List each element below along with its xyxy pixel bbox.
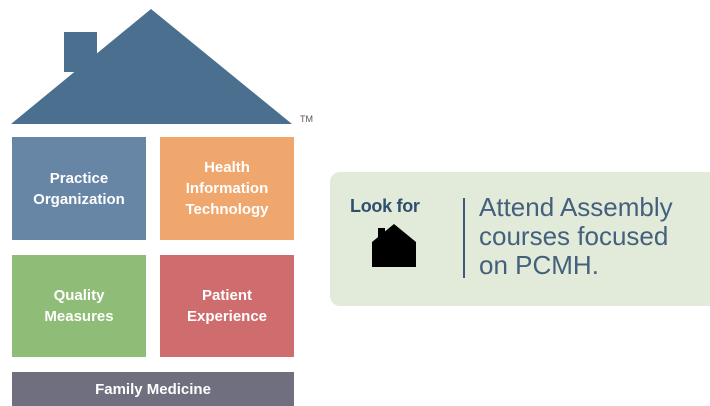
pillar-practice-organization: Practice Organization: [12, 137, 146, 240]
pillar-patient-experience: Patient Experience: [160, 255, 294, 357]
house-roof: [11, 9, 292, 124]
roof: [11, 9, 292, 124]
pillar-label-line: Technology: [185, 201, 269, 218]
pillar-health-information-technology: Health Information Technology: [160, 137, 294, 240]
callout-line: Attend Assembly: [479, 192, 673, 222]
pillar-quality-measures: Quality Measures: [12, 255, 146, 357]
house-icon: [372, 224, 416, 267]
callout-divider: [463, 198, 465, 278]
pillar-label-line: Patient: [201, 287, 252, 304]
pillar-label-line: Experience: [186, 308, 268, 325]
pillar-label-line: Quality: [53, 287, 105, 304]
callout-line: courses focused: [479, 221, 669, 251]
pillar-label-line: Measures: [44, 308, 114, 325]
trademark: TM: [300, 114, 313, 124]
pillar-label-line: Practice: [49, 169, 109, 187]
foundation-family-medicine: Family Medicine: [12, 372, 294, 406]
pillar-label-line: Information: [185, 180, 269, 197]
pillar-label-line: Health: [204, 159, 250, 176]
look-for-label: Look for: [350, 196, 420, 216]
callout-line: on PCMH.: [479, 250, 599, 280]
pillar-label-line: Organization: [33, 190, 125, 208]
callout-message: Attend Assembly courses focused on PCMH.: [479, 193, 710, 280]
